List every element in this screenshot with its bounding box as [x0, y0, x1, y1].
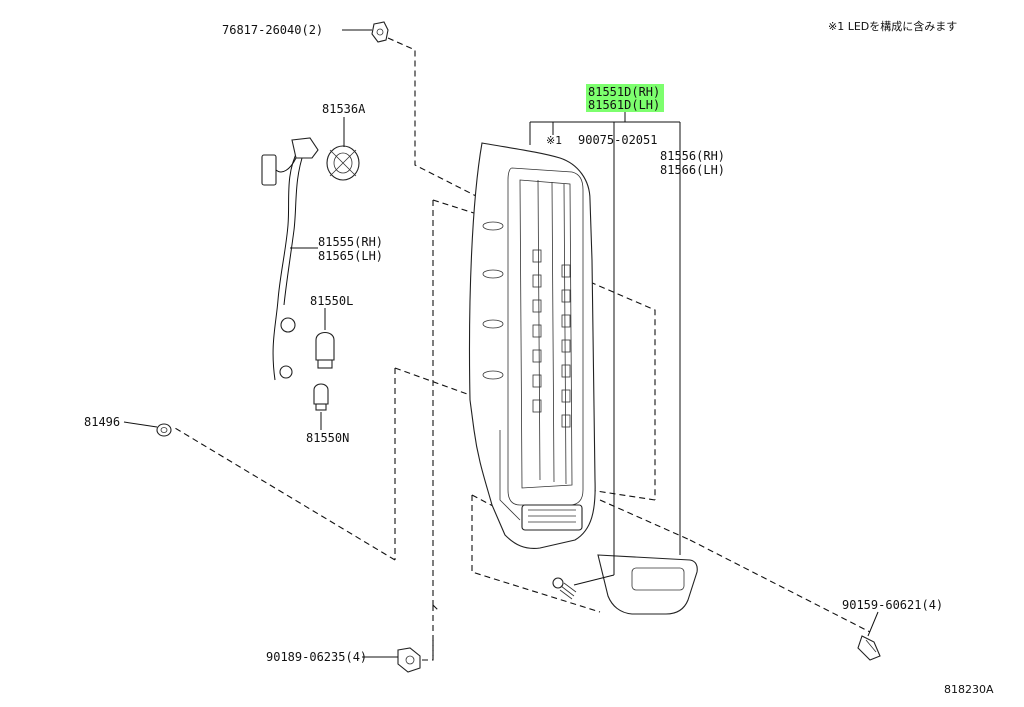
label-ref1: ※1 [546, 134, 562, 147]
label-81566[interactable]: 81566(LH) [660, 163, 725, 177]
part-labels: 76817-26040(2) 81536A 81555(RH) 81565(LH… [84, 23, 943, 664]
lamp-lower-cover [597, 554, 698, 615]
bolt-90159 [857, 635, 881, 661]
bulb-81550n [313, 383, 329, 411]
bulb-81550l [315, 331, 335, 369]
nut-90189 [397, 647, 421, 673]
label-81555[interactable]: 81555(RH) [318, 235, 383, 249]
label-76817[interactable]: 76817-26040(2) [222, 23, 323, 37]
label-81550l[interactable]: 81550L [310, 294, 353, 308]
socket-81536a [326, 145, 360, 181]
assembly-dashed-lines [174, 37, 871, 661]
tail-lamp-assembly [468, 142, 596, 549]
clip-76817 [371, 21, 389, 43]
label-90189[interactable]: 90189-06235(4) [266, 650, 367, 664]
screw-90075 [552, 577, 577, 600]
label-81550n[interactable]: 81550N [306, 431, 349, 445]
label-81556[interactable]: 81556(RH) [660, 149, 725, 163]
label-81496[interactable]: 81496 [84, 415, 120, 429]
figure-code: 818230A [944, 683, 994, 696]
label-81565[interactable]: 81565(LH) [318, 249, 383, 263]
wire-harness-81555 [261, 137, 319, 381]
label-81561d[interactable]: 81561D(LH) [588, 98, 660, 112]
part-number-highlight [586, 84, 664, 112]
grommet-81496 [156, 423, 172, 437]
leader-lines [123, 29, 879, 658]
label-81551d[interactable]: 81551D(RH) [588, 85, 660, 99]
label-81536a[interactable]: 81536A [322, 102, 366, 116]
label-90159[interactable]: 90159-60621(4) [842, 598, 943, 612]
label-90075[interactable]: 90075-02051 [578, 133, 657, 147]
led-note: ※1 LEDを構成に含みます [828, 19, 957, 33]
